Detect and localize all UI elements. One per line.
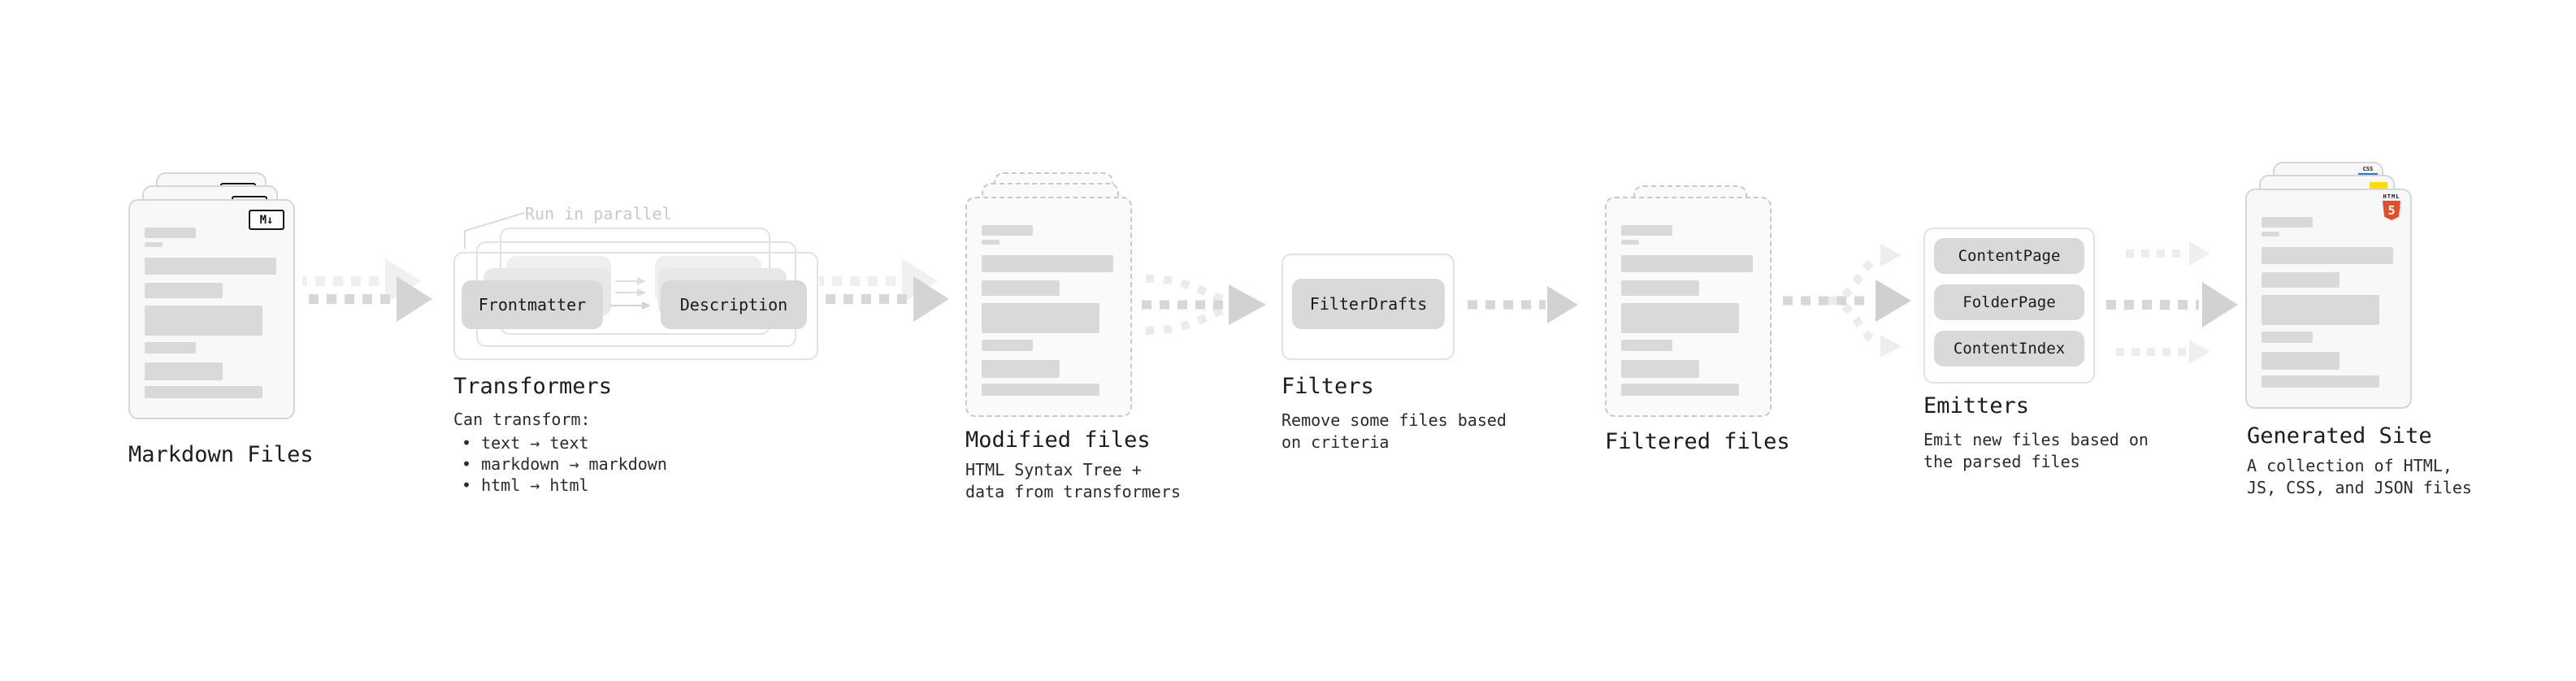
doc-content-lines	[982, 225, 1119, 396]
markdown-icon: M↓	[249, 210, 284, 230]
stage-label-generated-site: Generated Site	[2247, 423, 2432, 449]
placeholder-bar	[1621, 280, 1700, 296]
placeholder-bar	[2262, 217, 2313, 228]
placeholder-bar	[1621, 225, 1672, 236]
emitters-desc: Emit new files based on the parsed files	[1923, 430, 2149, 471]
stage-label-transformers: Transformers	[453, 374, 613, 399]
bullet-item: text → text	[462, 432, 667, 453]
placeholder-bar	[2262, 332, 2313, 343]
placeholder-bar	[2262, 375, 2380, 388]
placeholder-bar	[982, 280, 1060, 296]
flow-arrow-emitters-to-generated	[2106, 241, 2238, 364]
placeholder-bar	[145, 342, 196, 354]
html5-icon: HTML 5	[2381, 193, 2402, 220]
filters-desc: Remove some files based on criteria	[1281, 410, 1507, 452]
placeholder-bar	[145, 242, 163, 247]
flow-arrow-transformers-to-modified	[819, 258, 949, 322]
placeholder-bar	[1621, 384, 1740, 396]
frontmatter-chip: Frontmatter	[462, 280, 603, 329]
placeholder-bar	[145, 228, 196, 238]
placeholder-bar	[145, 258, 277, 275]
placeholder-bar	[145, 306, 263, 336]
transformer-box-front	[453, 252, 818, 360]
placeholder-bar	[1621, 303, 1740, 333]
placeholder-bar	[982, 360, 1060, 378]
transformers-desc-title: Can transform:	[453, 410, 591, 429]
generated-file-card-front: HTML 5	[2245, 189, 2412, 409]
contentpage-chip: ContentPage	[1934, 238, 2084, 274]
css-icon-underline	[2358, 173, 2378, 176]
stage-label-markdown-files: Markdown Files	[128, 442, 314, 467]
doc-content-lines	[2262, 217, 2399, 388]
placeholder-bar	[982, 240, 1000, 245]
note-connector-line	[464, 212, 525, 249]
placeholder-bar	[982, 340, 1033, 351]
placeholder-bar	[982, 255, 1114, 272]
run-in-parallel-note: Run in parallel	[525, 204, 672, 223]
css-file-icon: CSS	[2358, 167, 2378, 176]
flow-arrow-filtered-to-emitters	[1783, 244, 1911, 358]
placeholder-bar	[145, 386, 263, 398]
transformers-bullet-list: text → text markdown → markdown html → h…	[462, 432, 667, 496]
generated-site-desc: A collection of HTML, JS, CSS, and JSON …	[2247, 456, 2472, 497]
placeholder-bar	[982, 225, 1033, 236]
placeholder-bar	[2262, 232, 2279, 236]
folderpage-chip: FolderPage	[1934, 284, 2084, 320]
placeholder-bar	[2262, 352, 2340, 370]
placeholder-bar	[2262, 247, 2394, 264]
filtered-file-card-front	[1605, 197, 1772, 417]
doc-content-lines	[1621, 225, 1759, 396]
placeholder-bar	[145, 362, 223, 380]
contentindex-chip: ContentIndex	[1934, 331, 2084, 367]
modified-file-card-front	[965, 197, 1132, 417]
parallel-transform-arrows	[610, 277, 651, 310]
stage-label-filters: Filters	[1281, 374, 1374, 399]
placeholder-bar	[982, 303, 1100, 333]
bullet-item: markdown → markdown	[462, 453, 667, 475]
bullet-item: html → html	[462, 475, 667, 496]
doc-content-lines	[145, 228, 282, 398]
markdown-file-card-front: M↓	[128, 199, 295, 419]
flow-arrow-modified-to-filters	[1142, 275, 1266, 335]
stage-label-filtered-files: Filtered files	[1605, 429, 1790, 454]
description-chip: Description	[661, 280, 807, 329]
modified-files-desc: HTML Syntax Tree + data from transformer…	[965, 460, 1181, 501]
flow-arrow-filters-to-filtered	[1468, 286, 1578, 323]
placeholder-bar	[1621, 240, 1639, 245]
flow-arrow-markdown-to-transformers	[302, 258, 432, 322]
placeholder-bar	[1621, 255, 1754, 272]
placeholder-bar	[145, 283, 223, 298]
placeholder-bar	[2262, 272, 2340, 288]
stage-label-modified-files: Modified files	[965, 427, 1151, 453]
placeholder-bar	[982, 384, 1100, 396]
stage-label-emitters: Emitters	[1923, 393, 2030, 419]
placeholder-bar	[2262, 295, 2380, 325]
placeholder-bar	[1621, 340, 1672, 351]
placeholder-bar	[1621, 360, 1700, 378]
filterdrafts-chip: FilterDrafts	[1292, 279, 1445, 329]
